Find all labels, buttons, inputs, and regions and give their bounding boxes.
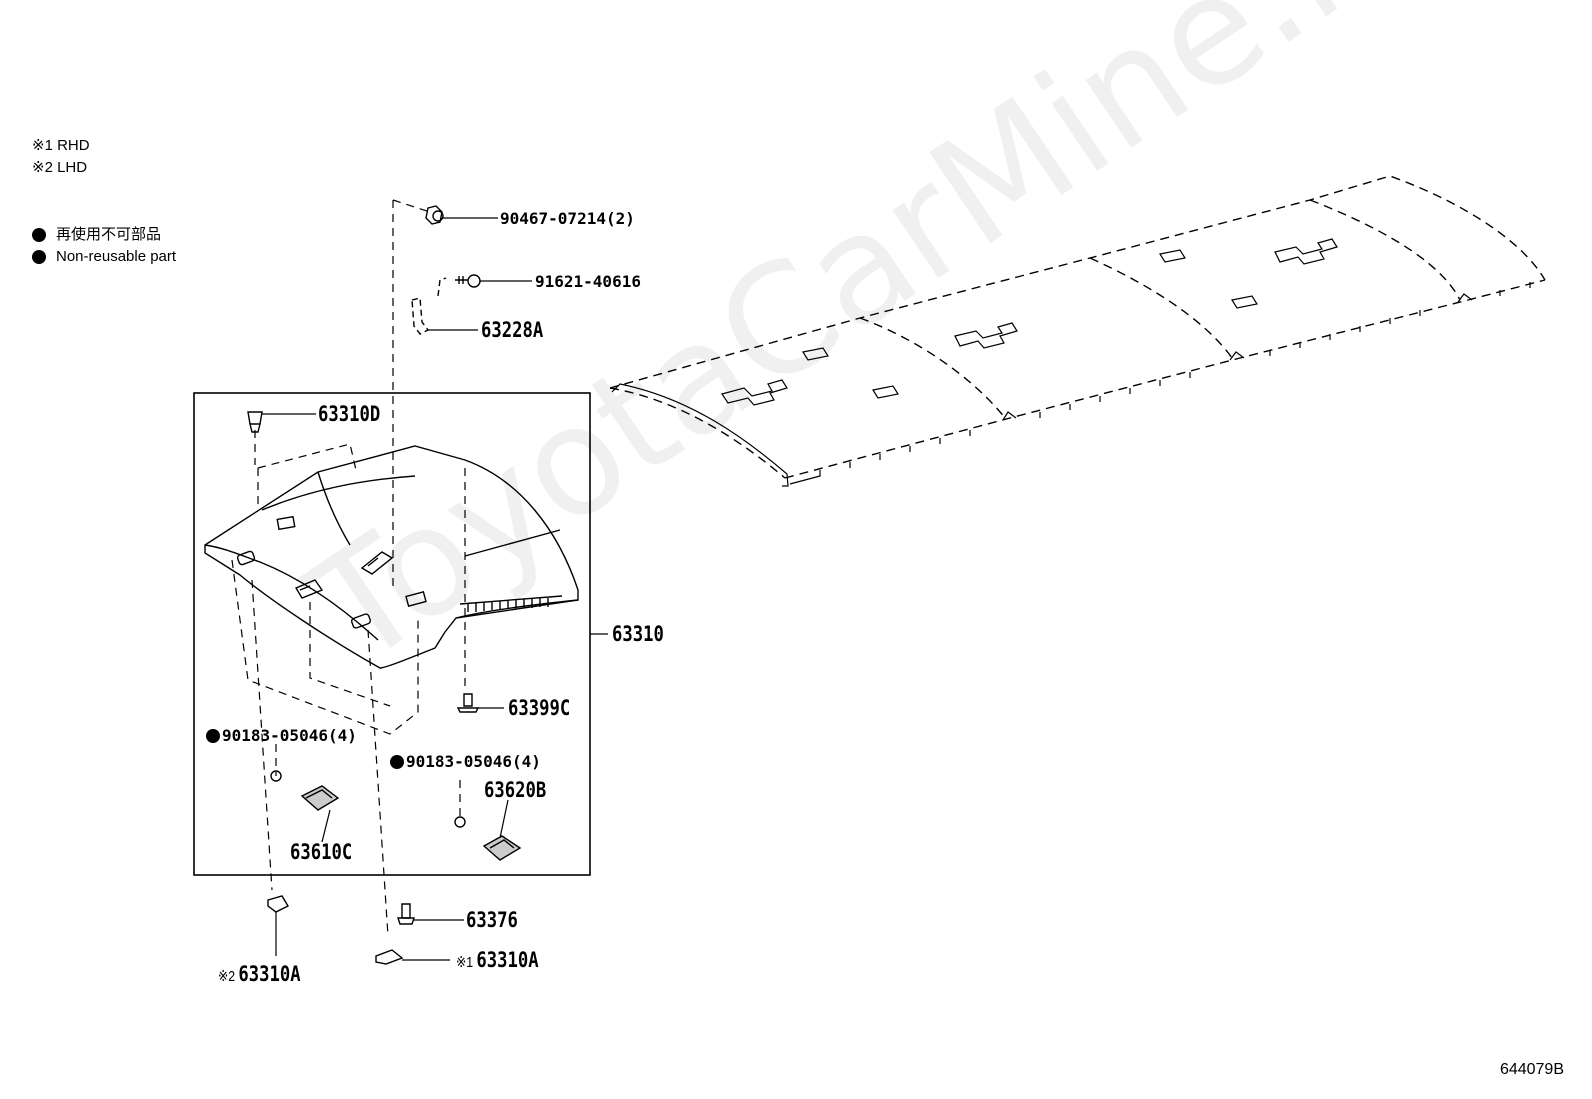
note-lhd: ※2 LHD [32,159,88,176]
legend-non-reusable: 再使用不可部品 Non-reusable part [32,224,176,268]
part-label-63399C[interactable]: 63399C [508,696,571,720]
part-label-63620B[interactable]: 63620B [484,778,547,802]
bracket-63228A-icon [411,277,447,335]
filled-dot-icon [32,228,46,242]
part-label-63310D[interactable]: 63310D [318,402,381,426]
headliner-63310 [204,445,579,669]
part-label-90183-left[interactable]: 90183-05046(4) [206,726,357,745]
nut-90183-left-icon [270,770,282,782]
bracket-63310A-rhd-icon [375,949,404,965]
part-label-63610C[interactable]: 63610C [290,840,353,864]
non-reusable-dot-icon [390,754,404,769]
part-label-90183-right[interactable]: 90183-05046(4) [390,752,541,771]
part-label-91621[interactable]: 91621-40616 [535,272,641,291]
note-rhd: ※1 RHD [32,137,90,154]
rhd-marker: ※1 [456,954,474,971]
part-label-63376[interactable]: 63376 [466,908,518,932]
roof-headliner-openings [721,238,1338,406]
non-reusable-dot-icon [206,728,220,743]
non-reusable-en: Non-reusable part [56,248,177,265]
assembly-guide-lines [231,199,466,937]
lhd-marker: ※2 [218,968,236,985]
part-label-90467[interactable]: 90467-07214(2) [500,209,635,228]
bracket-63310A-lhd-icon [267,895,289,913]
lamp-63610C-icon [300,785,340,811]
screw-91621-icon [455,274,481,288]
leader-lines [262,217,608,961]
legend-notes: ※1 RHD ※2 LHD [32,135,90,179]
part-number-63310A-lhd: 63310A [238,962,301,986]
filled-dot-icon [32,250,46,264]
part-number-63310A-rhd: 63310A [476,948,539,972]
nut-90183-right-icon [454,816,466,828]
part-label-63228A[interactable]: 63228A [481,318,544,342]
legend-row-jp: 再使用不可部品 [32,224,176,246]
part-number-90183-right: 90183-05046(4) [406,752,541,771]
part-label-63310[interactable]: 63310 [612,622,664,646]
clip-63310D-icon [247,411,263,433]
roof-headliner-outline [609,175,1546,479]
roof-headliner-edge [611,282,1531,487]
clip-63399C-icon [456,693,480,713]
clip-63376-icon [397,903,415,925]
non-reusable-jp: 再使用不可部品 [56,226,162,243]
clip-90467-icon [425,205,444,225]
diagram-code: 644079B [1499,1061,1564,1078]
part-number-90183-left: 90183-05046(4) [222,726,357,745]
legend-row-en: Non-reusable part [32,246,176,268]
lamp-63620B-icon [482,835,522,861]
